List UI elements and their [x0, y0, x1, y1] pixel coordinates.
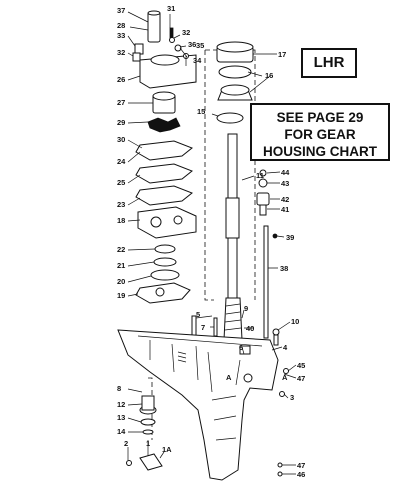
impeller	[147, 117, 181, 133]
callout-number: 1A	[162, 445, 172, 454]
callout-number: 43	[281, 179, 290, 188]
shift-boot	[223, 297, 243, 341]
chart-note-line-3: HOUSING CHART	[263, 144, 377, 159]
callout-number: 45	[297, 361, 306, 370]
callout-number: 13	[117, 413, 126, 422]
callout-number: 22	[117, 245, 126, 254]
chart-note-line-1: SEE PAGE 29	[276, 110, 364, 125]
callout-number: 21	[117, 261, 126, 270]
callout-number: 1	[146, 439, 151, 448]
callout-number: 28	[117, 21, 126, 30]
callout-number: 32	[182, 28, 191, 37]
callout-number: 47	[297, 461, 306, 470]
callout-number: 31	[167, 4, 176, 13]
callout-number: 15	[197, 107, 206, 116]
side-plate	[126, 453, 163, 471]
callout-number: 23	[117, 200, 126, 209]
callout-number: 30	[117, 135, 126, 144]
callout-number: 12	[117, 400, 126, 409]
callout-number: 42	[281, 195, 290, 204]
callout-number: 36	[188, 40, 197, 49]
callout-number: 16	[265, 71, 274, 80]
pump-cover-assembly	[132, 10, 197, 89]
callout-number: 38	[280, 264, 289, 273]
chart-note-line-2: FOR GEAR	[284, 127, 356, 142]
callout-number: 5	[196, 310, 201, 319]
callout-number: 17	[278, 50, 287, 59]
callout-number: 14	[117, 427, 126, 436]
callout-number: A	[226, 373, 232, 382]
callout-number: 10	[291, 317, 300, 326]
seals-and-o-rings	[150, 244, 180, 281]
callout-number: 37	[117, 6, 126, 15]
callout-number: 11	[256, 171, 264, 180]
gear-housing-chart-note: SEE PAGE 29 FOR GEAR HOUSING CHART	[250, 103, 390, 161]
leader-lines	[127, 11, 297, 475]
base-gasket	[135, 282, 191, 304]
callout-number: 7	[201, 323, 206, 332]
water-tube-parts	[139, 395, 157, 435]
callout-number: 19	[117, 291, 126, 300]
callout-number: 41	[281, 205, 290, 214]
callout-number: 6	[239, 343, 244, 352]
gear-housing	[117, 329, 279, 481]
impeller-liner	[152, 91, 176, 114]
shift-shaft-parts	[256, 169, 278, 339]
pump-base	[137, 206, 197, 239]
callout-number: 24	[117, 157, 126, 166]
callout-number: 29	[117, 118, 126, 127]
callout-number: A	[282, 373, 288, 382]
callout-number: 39	[286, 233, 295, 242]
callout-number: 25	[117, 178, 126, 187]
callout-number: 47	[297, 374, 306, 383]
callout-number: 27	[117, 98, 126, 107]
callout-number: 44	[281, 168, 290, 177]
callout-number: 20	[117, 277, 126, 286]
callout-number: 3	[290, 393, 295, 402]
assembly-guide-left	[204, 50, 214, 301]
callout-number: 32	[117, 48, 126, 57]
small-fasteners	[277, 368, 289, 477]
callout-number: 34	[193, 56, 202, 65]
callout-number: 9	[244, 304, 249, 313]
variant-label-box: LHR	[301, 48, 357, 78]
callout-number: 4	[283, 343, 288, 352]
callout-number: 33	[117, 31, 126, 40]
gasket-plates	[135, 140, 193, 206]
callout-number: 35	[196, 41, 205, 50]
assembly-guide-bottom	[148, 377, 153, 440]
callout-number: 2	[124, 439, 129, 448]
callout-number: 46	[297, 470, 306, 479]
callout-number: 40	[246, 324, 255, 333]
callout-number: 18	[117, 216, 126, 225]
callout-number: 26	[117, 75, 126, 84]
callout-number: 8	[117, 384, 122, 393]
bearing-carrier	[216, 41, 254, 124]
